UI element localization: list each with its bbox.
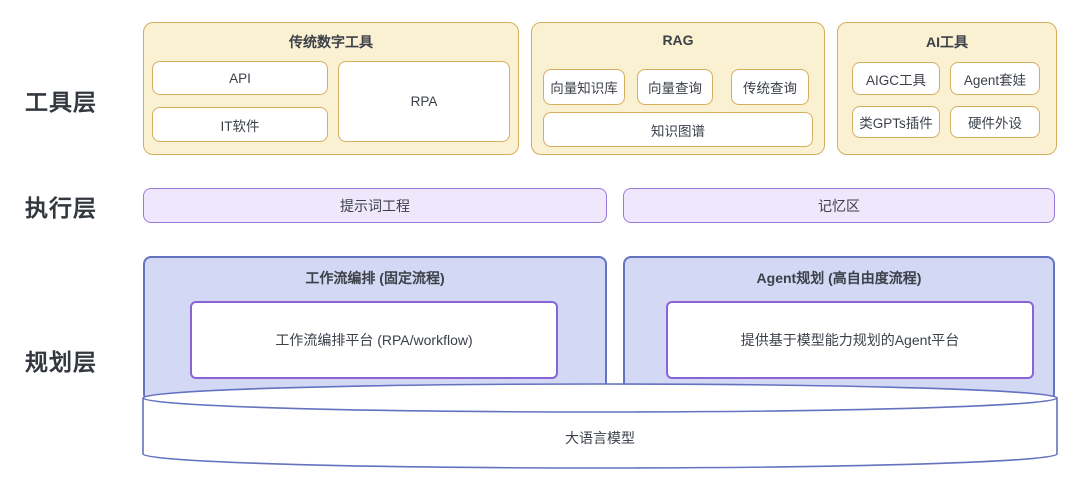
node-api: API bbox=[152, 61, 328, 95]
layer-label-tools: 工具层 bbox=[25, 89, 97, 115]
plan-group-title: 工作流编排 (固定流程) bbox=[305, 270, 445, 286]
node-it-software: IT软件 bbox=[152, 107, 328, 142]
llm-cylinder bbox=[142, 383, 1058, 469]
group-title: RAG bbox=[662, 32, 694, 48]
plan-node-workflow-platform: 工作流编排平台 (RPA/workflow) bbox=[190, 301, 558, 379]
layer-label-planning: 规划层 bbox=[25, 349, 97, 375]
plan-group-title: Agent规划 (高自由度流程) bbox=[756, 270, 922, 286]
node-traditional-query: 传统查询 bbox=[731, 69, 809, 105]
node-gpts-like-plugins: 类GPTs插件 bbox=[852, 106, 940, 138]
node-knowledge-graph: 知识图谱 bbox=[543, 112, 813, 147]
exec-box-prompt-engineering: 提示词工程 bbox=[143, 188, 607, 223]
node-agent-nesting: Agent套娃 bbox=[950, 62, 1040, 95]
plan-group-agent-planning: Agent规划 (高自由度流程) 提供基于模型能力规划的Agent平台 bbox=[623, 256, 1055, 402]
layer-label-execution: 执行层 bbox=[25, 195, 97, 221]
plan-node-agent-platform: 提供基于模型能力规划的Agent平台 bbox=[666, 301, 1034, 379]
llm-cylinder-label: 大语言模型 bbox=[565, 430, 635, 446]
group-title: AI工具 bbox=[926, 34, 968, 50]
node-vector-knowledge-base: 向量知识库 bbox=[543, 69, 625, 105]
node-hardware-peripherals: 硬件外设 bbox=[950, 106, 1040, 138]
node-aigc-tools: AIGC工具 bbox=[852, 62, 940, 95]
node-rpa: RPA bbox=[338, 61, 510, 142]
node-vector-query: 向量查询 bbox=[637, 69, 713, 105]
exec-box-memory-zone: 记忆区 bbox=[623, 188, 1055, 223]
group-title: 传统数字工具 bbox=[289, 34, 373, 50]
